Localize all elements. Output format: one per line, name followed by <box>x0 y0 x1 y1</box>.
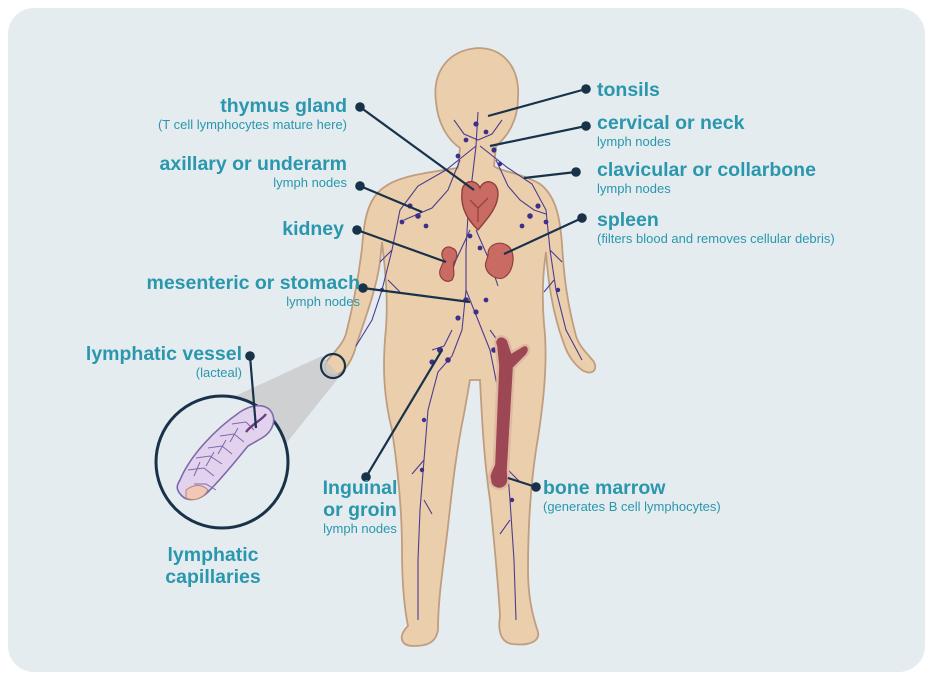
label-mesenteric: mesenteric or stomach lymph nodes <box>146 273 360 309</box>
label-thymus-gland: thymus gland (T cell lymphocytes mature … <box>158 96 347 132</box>
cervical-subtitle: lymph nodes <box>597 135 744 150</box>
human-body-illustration <box>325 48 595 646</box>
clavicular-title: clavicular or collarbone <box>597 160 816 182</box>
label-clavicular: clavicular or collarbone lymph nodes <box>597 160 816 196</box>
label-lymphatic-capillaries: lymphatic capillaries <box>150 545 276 589</box>
marrow-title: bone marrow <box>543 478 721 500</box>
clavicular-subtitle: lymph nodes <box>597 182 816 197</box>
label-kidney: kidney <box>282 219 344 241</box>
axillary-title: axillary or underarm <box>160 154 348 176</box>
marrow-subtitle: (generates B cell lymphocytes) <box>543 500 721 515</box>
label-lymphatic-vessel: lymphatic vessel (lacteal) <box>86 344 242 380</box>
label-tonsils: tonsils <box>597 80 660 102</box>
mesenteric-subtitle: lymph nodes <box>146 295 360 310</box>
thymus-subtitle: (T cell lymphocytes mature here) <box>158 118 347 133</box>
cervical-title: cervical or neck <box>597 113 744 135</box>
inguinal-line2: or groin <box>310 500 410 522</box>
label-spleen: spleen (filters blood and removes cellul… <box>597 210 835 246</box>
vessel-subtitle: (lacteal) <box>86 366 242 381</box>
thymus-title: thymus gland <box>158 96 347 118</box>
body-silhouette <box>325 48 595 646</box>
label-bone-marrow: bone marrow (generates B cell lymphocyte… <box>543 478 721 514</box>
kidney-title: kidney <box>282 219 344 241</box>
spleen-icon <box>485 243 513 278</box>
tonsils-title: tonsils <box>597 80 660 102</box>
capillaries-line1: lymphatic <box>150 545 276 567</box>
spleen-title: spleen <box>597 210 835 232</box>
inguinal-subtitle: lymph nodes <box>310 522 410 537</box>
label-axillary: axillary or underarm lymph nodes <box>160 154 348 190</box>
inguinal-line1: Inguinal <box>310 478 410 500</box>
mesenteric-title: mesenteric or stomach <box>146 273 360 295</box>
vessel-title: lymphatic vessel <box>86 344 242 366</box>
label-inguinal: Inguinal or groin lymph nodes <box>310 478 410 536</box>
axillary-subtitle: lymph nodes <box>160 176 348 191</box>
label-cervical: cervical or neck lymph nodes <box>597 113 744 149</box>
spleen-subtitle: (filters blood and removes cellular debr… <box>597 232 835 247</box>
capillaries-line2: capillaries <box>150 567 276 589</box>
